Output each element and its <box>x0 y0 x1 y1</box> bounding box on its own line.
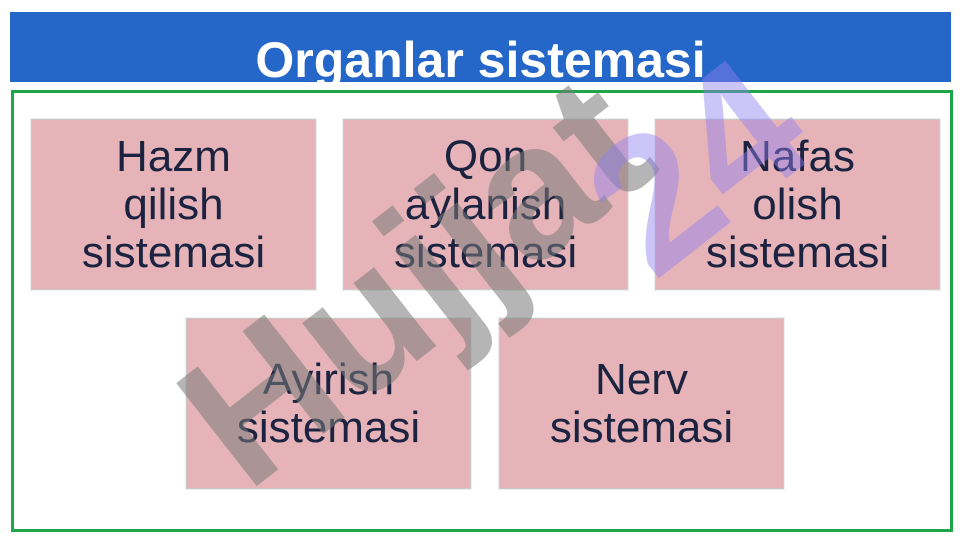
card-hazm-qilish: Hazm qilish sistemasi <box>31 119 316 290</box>
card-label: Nerv sistemasi <box>549 354 734 452</box>
card-label: Nafas olish sistemasi <box>705 131 890 277</box>
title-bar <box>10 12 951 82</box>
card-label: Hazm qilish sistemasi <box>81 131 266 277</box>
slide-title: Organlar sistemasi <box>255 32 706 88</box>
card-label: Qon aylanish sistemasi <box>393 131 578 277</box>
card-ayirish: Ayirish sistemasi <box>186 318 471 489</box>
card-qon-aylanish: Qon aylanish sistemasi <box>343 119 628 290</box>
content-frame <box>11 90 953 532</box>
card-nafas-olish: Nafas olish sistemasi <box>655 119 940 290</box>
card-label: Ayirish sistemasi <box>236 354 421 452</box>
card-nerv: Nerv sistemasi <box>499 318 784 489</box>
